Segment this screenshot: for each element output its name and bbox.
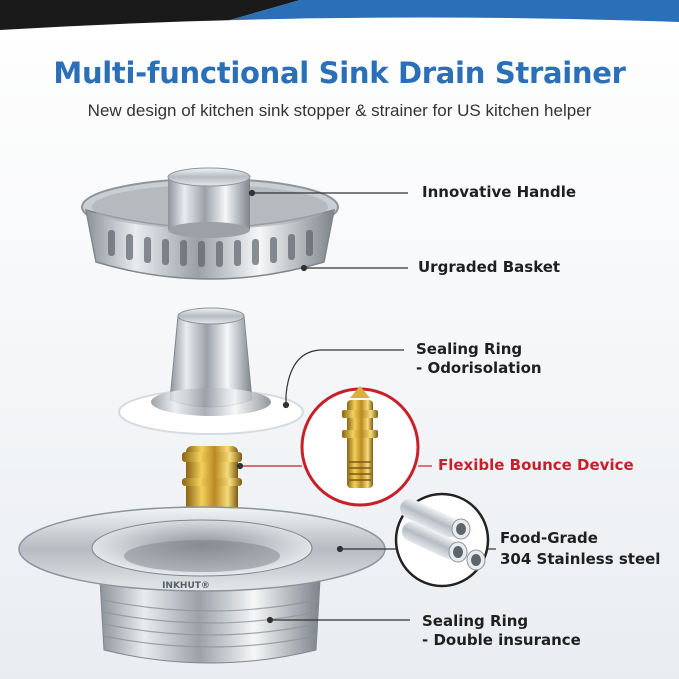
- label-sealing-ring-double-line2: - Double insurance: [422, 631, 581, 649]
- label-sealing-ring-odor-line2: - Odorisolation: [416, 359, 542, 377]
- label-upgraded-basket: Urgraded Basket: [418, 258, 561, 276]
- drain-body-image: INKHUT®: [18, 506, 386, 664]
- top-corner-band: [0, 0, 679, 40]
- brand-engraving: INKHUT®: [162, 581, 210, 591]
- stopper-stem-image: [118, 307, 304, 435]
- label-food-grade-line2: 304 Stainless steel: [500, 550, 661, 568]
- label-flexible-bounce-device: Flexible Bounce Device: [438, 456, 634, 474]
- page-subtitle: New design of kitchen sink stopper & str…: [87, 101, 592, 120]
- label-sealing-ring-double-line1: Sealing Ring: [422, 612, 529, 630]
- leader-sealing-ring-1: [285, 349, 404, 405]
- bounce-device-callout: [300, 386, 420, 507]
- label-sealing-ring-odor-line1: Sealing Ring: [416, 340, 523, 358]
- label-food-grade-line1: Food-Grade: [500, 529, 598, 547]
- label-innovative-handle: Innovative Handle: [422, 183, 577, 201]
- stainless-tubes-image: [394, 492, 490, 588]
- strainer-basket-image: [81, 167, 339, 280]
- page-title: Multi-functional Sink Drain Strainer: [53, 56, 626, 90]
- leader-lines: [236, 189, 496, 624]
